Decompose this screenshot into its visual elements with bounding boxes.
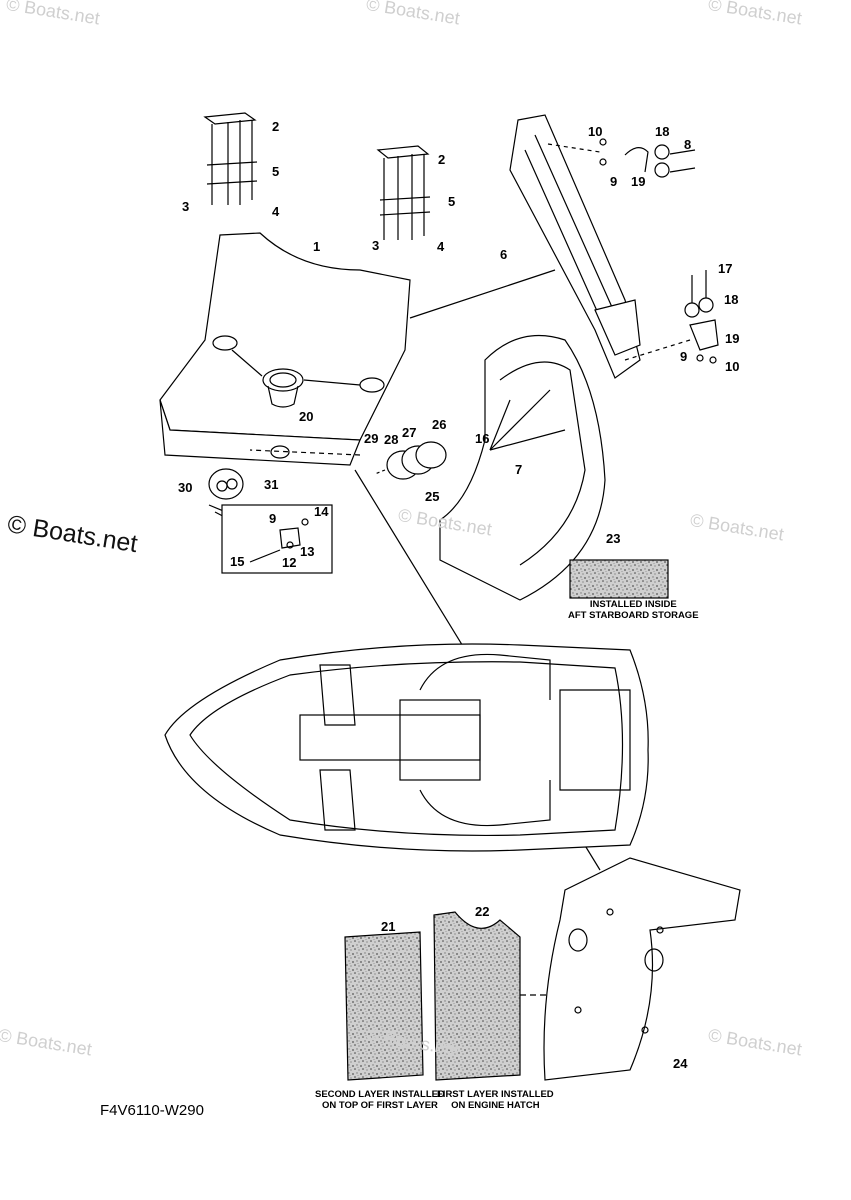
callout-12: 12 (282, 555, 297, 570)
hardware-inset-box (221, 504, 333, 574)
callout-15: 15 (230, 554, 245, 569)
callout-10: 10 (725, 359, 740, 374)
callout-9: 9 (269, 511, 277, 526)
callout-19: 19 (725, 331, 740, 346)
callout-13: 13 (300, 544, 315, 559)
callout-23: 23 (606, 531, 621, 546)
tower-bar-part-6 (509, 114, 641, 379)
callout-29: 29 (364, 431, 379, 446)
tower-hardware-lower (624, 270, 719, 364)
callout-19: 19 (631, 174, 646, 189)
note-line: ON ENGINE HATCH (451, 1099, 540, 1111)
fastener-group-mid (376, 145, 431, 240)
leader-line (409, 269, 556, 319)
callout-3: 3 (372, 238, 380, 253)
callout-10: 10 (588, 124, 603, 139)
note-line: FIRST LAYER INSTALLED (437, 1089, 554, 1100)
seat-cushion-part-7 (439, 334, 606, 601)
note-second-layer: SECOND LAYER INSTALLED ON TOP OF FIRST L… (315, 1089, 445, 1112)
callout-20: 20 (299, 409, 314, 424)
callout-2: 2 (438, 152, 446, 167)
callout-4: 4 (272, 204, 280, 219)
note-aft-storage: INSTALLED INSIDE AFT STARBOARD STORAGE (568, 599, 699, 622)
note-line: AFT STARBOARD STORAGE (568, 609, 699, 621)
tower-hardware-upper (547, 138, 696, 178)
note-line: SECOND LAYER INSTALLED (315, 1089, 445, 1100)
callout-30: 30 (178, 480, 193, 495)
callout-9: 9 (610, 174, 618, 189)
callout-17: 17 (718, 261, 733, 276)
boat-top-view (164, 643, 649, 852)
callout-6: 6 (500, 247, 508, 262)
callout-5: 5 (272, 164, 280, 179)
callout-8: 8 (684, 137, 692, 152)
callout-9: 9 (680, 349, 688, 364)
hardware-inset-parts (249, 518, 309, 563)
seat-base-part-1 (159, 232, 411, 466)
callout-25: 25 (425, 489, 440, 504)
note-line: INSTALLED INSIDE (589, 599, 677, 610)
callout-31: 31 (264, 477, 279, 492)
foam-pad-part-23 (569, 559, 669, 599)
callout-22: 22 (475, 904, 490, 919)
callout-4: 4 (437, 239, 445, 254)
callout-21: 21 (381, 919, 396, 934)
callout-7: 7 (515, 462, 523, 477)
cupholder-part-20 (231, 349, 361, 408)
note-line: ON TOP OF FIRST LAYER (321, 1099, 438, 1111)
callout-5: 5 (448, 194, 456, 209)
callout-26: 26 (432, 417, 447, 432)
foam-pad-part-22 (433, 911, 521, 1081)
callout-16: 16 (475, 431, 490, 446)
callout-27: 27 (402, 425, 417, 440)
engine-hatch-part-24 (543, 857, 741, 1081)
foam-pad-part-21 (344, 931, 424, 1081)
callout-18: 18 (724, 292, 739, 307)
callout-18: 18 (655, 124, 670, 139)
callout-2: 2 (272, 119, 280, 134)
gauge-cluster (374, 441, 447, 480)
note-first-layer: FIRST LAYER INSTALLED ON ENGINE HATCH (437, 1089, 554, 1112)
callout-3: 3 (182, 199, 190, 214)
callout-1: 1 (313, 239, 321, 254)
callout-14: 14 (314, 504, 329, 519)
fastener-group-left (203, 112, 258, 205)
callout-24: 24 (673, 1056, 688, 1071)
callout-28: 28 (384, 432, 399, 447)
diagram-code: F4V6110-W290 (100, 1102, 204, 1119)
